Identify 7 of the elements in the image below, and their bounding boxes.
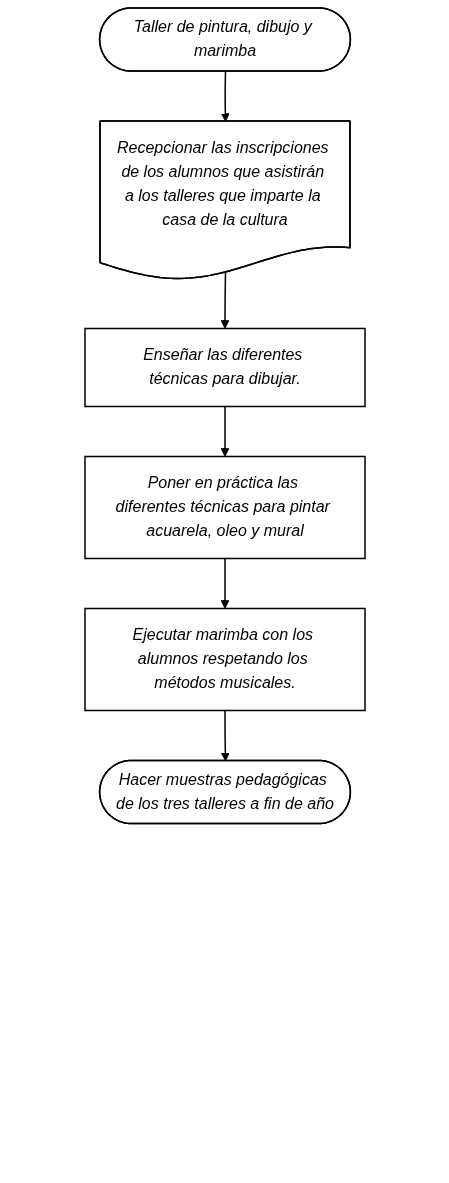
arrow [220,405,229,457]
arrow [220,557,229,609]
node-box: Poner en práctica las diferentes técnicas para pintar acuarela, oleo y mural [83,455,366,560]
arrow [220,271,229,329]
node-box: Enseñar las diferentes técnicas para dibujar. [83,327,366,408]
arrow [220,709,230,762]
node-box: Ejecutar marimba con los alumnos respetando los métodos musicales. [83,607,366,712]
